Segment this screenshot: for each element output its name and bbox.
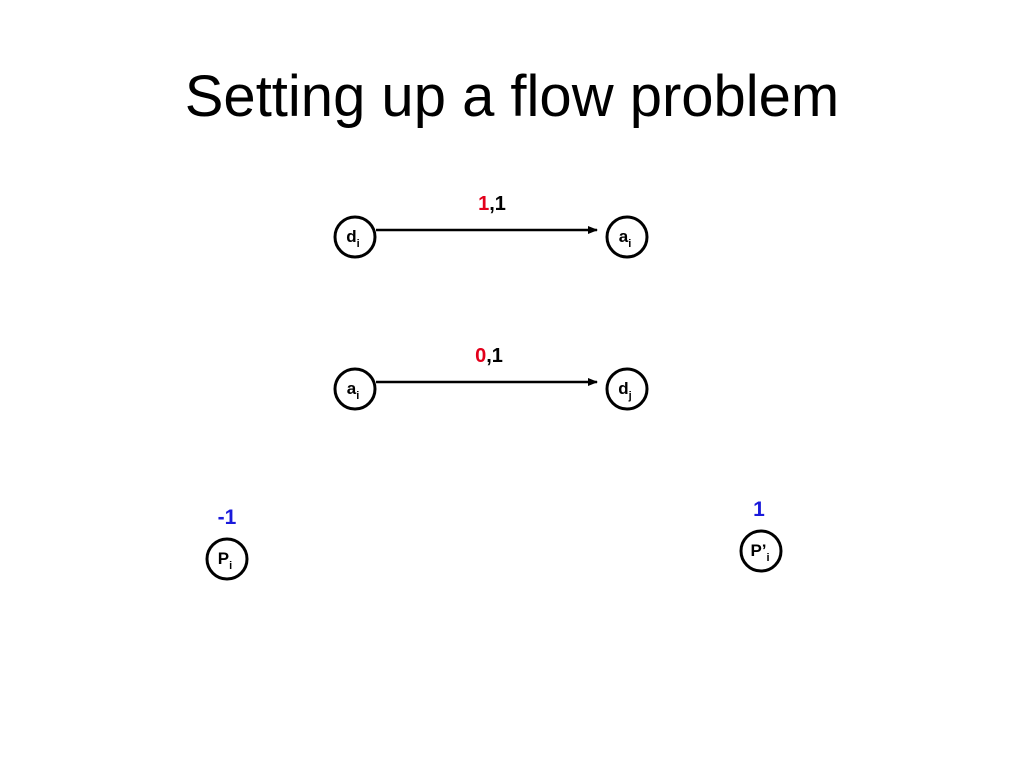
node-subscript: i xyxy=(767,552,770,564)
node-label: dj xyxy=(618,379,631,402)
node-label: Pi xyxy=(218,549,232,572)
edge-d-i-to-a-i: 1,1 di ai xyxy=(333,193,649,259)
node-to: dj xyxy=(605,367,649,411)
edge-flow-value: 1 xyxy=(478,193,489,215)
supply-node-p-i: -1 Pi xyxy=(205,506,249,581)
node-circle xyxy=(205,537,249,581)
edge-a-i-to-d-j: 0,1 ai dj xyxy=(333,345,649,411)
node-circle xyxy=(739,529,783,573)
node-base: d xyxy=(618,379,628,398)
node-circle xyxy=(333,367,377,411)
node-circle xyxy=(605,215,649,259)
node-base: P’ xyxy=(750,541,766,560)
edge-capacity-value: ,1 xyxy=(486,345,503,367)
node-from: di xyxy=(333,215,377,259)
edge-flow-value: 0 xyxy=(475,345,486,367)
node-subscript: i xyxy=(628,238,631,250)
node-to: ai xyxy=(605,215,649,259)
node-circle xyxy=(605,367,649,411)
node-label: P’i xyxy=(750,541,769,564)
node-base: d xyxy=(346,227,356,246)
supply-value: -1 xyxy=(218,506,237,529)
node-subscript: i xyxy=(229,560,232,572)
node-subscript: j xyxy=(628,390,632,402)
node-from: ai xyxy=(333,367,377,411)
edge-label: 1,1 xyxy=(478,193,506,215)
node-subscript: i xyxy=(357,238,360,250)
node-base: a xyxy=(347,379,357,398)
slide-title: Setting up a flow problem xyxy=(184,64,840,129)
supply-value: 1 xyxy=(753,498,765,521)
node-base: P xyxy=(218,549,229,568)
edge-label: 0,1 xyxy=(475,345,503,367)
node-label: ai xyxy=(347,379,360,402)
node-label: di xyxy=(346,227,359,250)
node-circle xyxy=(333,215,377,259)
node-base: a xyxy=(619,227,629,246)
node-label: ai xyxy=(619,227,632,250)
edge-capacity-value: ,1 xyxy=(489,193,506,215)
node-subscript: i xyxy=(356,390,359,402)
supply-node-p-prime-i: 1 P’i xyxy=(739,498,783,573)
